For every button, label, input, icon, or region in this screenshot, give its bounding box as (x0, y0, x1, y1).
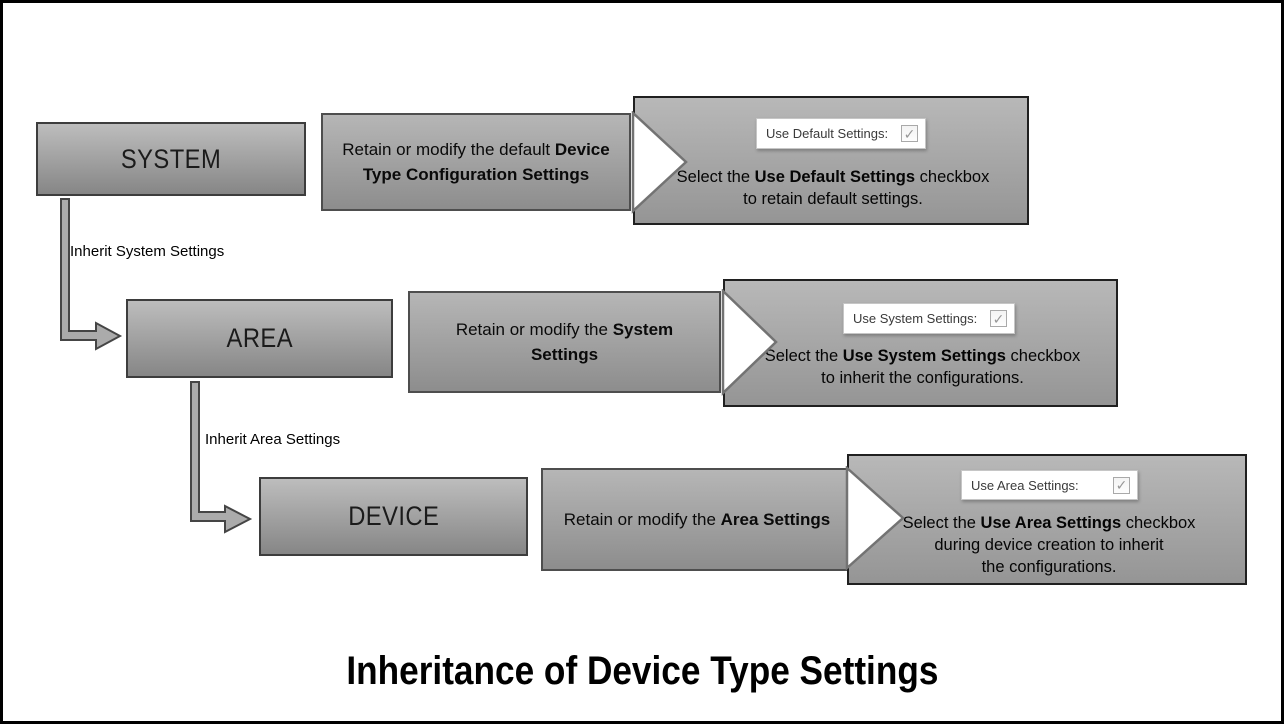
result-post: checkbox (1005, 347, 1081, 365)
diagram-title-text: Inheritance of Device Type Settings (345, 649, 939, 693)
action-pre: Retain or modify the (455, 320, 613, 339)
system-settings-checkbox: ✓ (990, 310, 1007, 327)
action-text-area: Retain or modify the System Settings (410, 317, 719, 367)
result-bold: Use System Settings (842, 347, 1006, 365)
action-bold: System Settings (530, 320, 674, 364)
result-box-area: Use System Settings: ✓ Select the Use Sy… (723, 279, 1118, 407)
checkbox-strip-system: Use System Settings: ✓ (843, 303, 1015, 334)
checkbox-strip-area: Use Area Settings: ✓ (961, 470, 1138, 500)
result-box-system: Use Default Settings: ✓ Select the Use D… (633, 96, 1029, 225)
result-line1: Select the Use System Settings checkbox (738, 345, 1107, 367)
result-line2: during device creation to inherit (934, 536, 1164, 554)
result-pre: Select the (764, 347, 843, 365)
result-post: checkbox (915, 168, 990, 186)
check-icon: ✓ (903, 125, 916, 142)
result-line2: to retain default settings. (743, 190, 923, 208)
checkbox-strip-default: Use Default Settings: ✓ (756, 118, 926, 149)
node-area: AREA (126, 299, 393, 378)
default-settings-checkbox: ✓ (901, 125, 918, 142)
checkbox-label: Use System Settings: (853, 311, 978, 326)
area-settings-checkbox: ✓ (1113, 476, 1130, 494)
check-icon: ✓ (1115, 477, 1128, 493)
action-text-system: Retain or modify the default Device Type… (323, 137, 629, 187)
result-line2: to inherit the configurations. (821, 369, 1024, 387)
diagram-title: Inheritance of Device Type Settings (3, 649, 1281, 694)
action-text-device: Retain or modify the Area Settings (546, 507, 848, 532)
result-text-device: Select the Use Area Settings checkbox du… (869, 512, 1229, 578)
elbow-arrow-icon (60, 198, 123, 351)
connector-label-system: Inherit System Settings (70, 243, 225, 260)
node-area-label: AREA (226, 323, 293, 353)
result-line1: Select the Use Default Settings checkbox (648, 166, 1018, 188)
action-bold: Device Type Configuration Settings (362, 140, 610, 184)
result-box-device: Use Area Settings: ✓ Select the Use Area… (847, 454, 1247, 585)
node-system: SYSTEM (36, 122, 306, 196)
result-text-area: Select the Use System Settings checkbox … (738, 345, 1107, 389)
result-text-system: Select the Use Default Settings checkbox… (648, 166, 1018, 210)
elbow-arrow-icon (190, 381, 253, 534)
result-bold: Use Area Settings (980, 514, 1122, 532)
checkbox-label: Use Area Settings: (971, 477, 1079, 493)
node-device-label: DEVICE (347, 501, 440, 531)
node-device: DEVICE (259, 477, 528, 556)
chevron-arrow-icon (845, 466, 905, 571)
result-line3: the configurations. (981, 558, 1117, 576)
chevron-arrow-icon (721, 289, 778, 396)
check-icon: ✓ (992, 310, 1005, 327)
action-pre: Retain or modify the (563, 510, 721, 529)
chevron-arrow-icon (631, 111, 688, 214)
action-pre: Retain or modify the default (342, 140, 555, 159)
result-line1: Select the Use Area Settings checkbox (869, 512, 1229, 534)
checkbox-label: Use Default Settings: (766, 126, 889, 141)
action-box-system: Retain or modify the default Device Type… (321, 113, 631, 211)
node-system-label: SYSTEM (120, 143, 222, 174)
action-box-area: Retain or modify the System Settings (408, 291, 721, 393)
action-bold: Area Settings (720, 510, 831, 529)
action-box-device: Retain or modify the Area Settings (541, 468, 853, 571)
result-pre: Select the (902, 514, 981, 532)
result-post: checkbox (1121, 514, 1196, 532)
connector-label-area: Inherit Area Settings (205, 431, 341, 448)
result-pre: Select the (676, 168, 755, 186)
result-bold: Use Default Settings (754, 168, 916, 186)
